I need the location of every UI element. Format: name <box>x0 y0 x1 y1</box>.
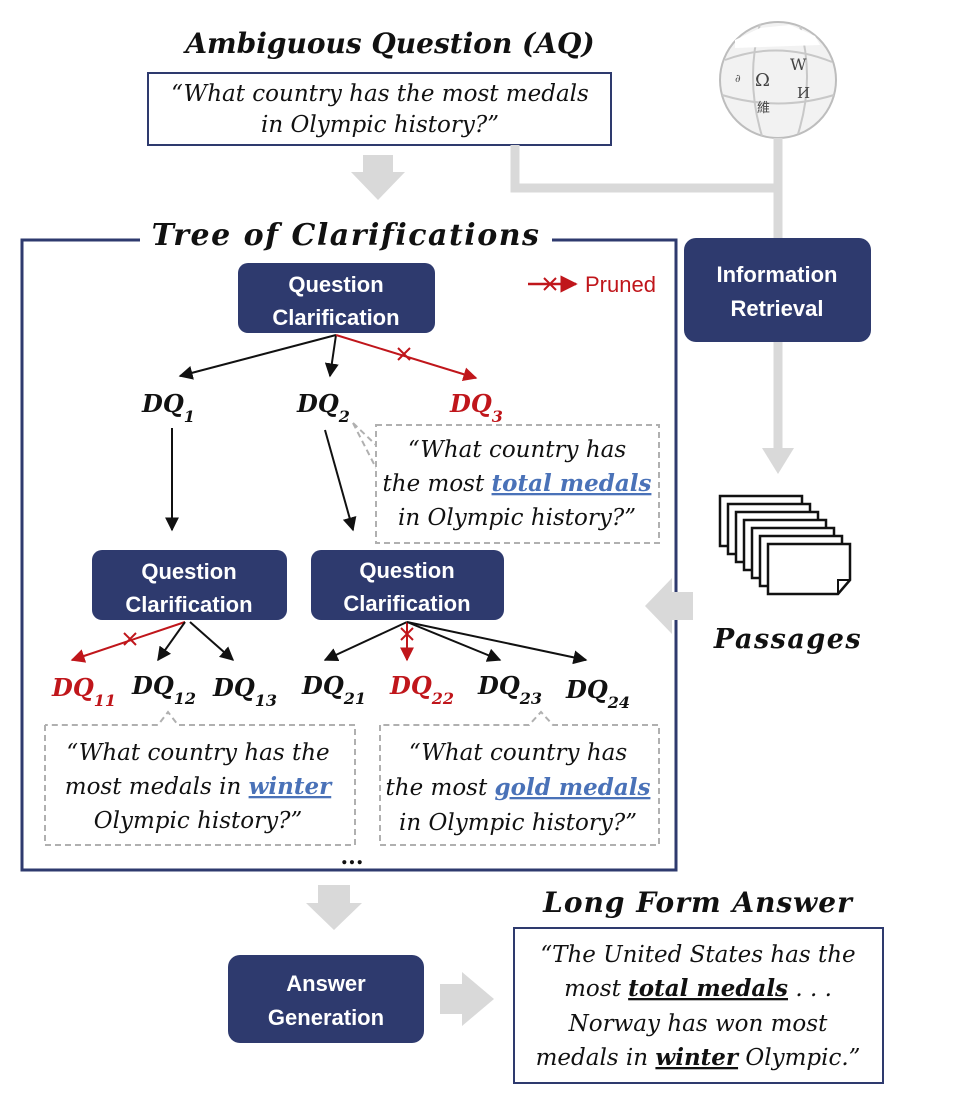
long-form-answer-box <box>513 927 884 1084</box>
aq-to-ir-connector <box>510 145 783 240</box>
callout-dq23-line1: “What country has <box>409 740 628 766</box>
long-form-answer-title: Long Form Answer <box>542 886 854 919</box>
prune-mark-dq3 <box>397 347 411 361</box>
callout-dq12-line3: Olympic history?” <box>94 808 302 834</box>
tree-title: Tree of Clarifications <box>152 218 541 253</box>
dq2-label: DQ2 <box>296 389 350 426</box>
edge-left-dq12 <box>157 621 186 662</box>
callout-dq23-line2: the most gold medals <box>386 774 651 801</box>
wikipedia-globe-icon: Ω W И 維 ∂ <box>719 21 837 139</box>
dq12-label: DQ12 <box>131 671 196 708</box>
dq22-label-pruned: DQ22 <box>389 671 454 708</box>
callout-dq12-line2: most medals in winter <box>65 773 333 800</box>
svg-text:И: И <box>797 84 810 102</box>
ir-node-line1: Information <box>717 262 838 287</box>
edge-mid-dq21 <box>323 621 408 662</box>
left-node-line1: Question <box>141 559 236 584</box>
svg-text:Ω: Ω <box>755 70 770 91</box>
edge-mid-dq23 <box>406 621 502 662</box>
svg-text:W: W <box>790 55 807 74</box>
svg-text:維: 維 <box>757 101 770 116</box>
mid-node-line1: Question <box>359 558 454 583</box>
lfa-line4: medals in winter Olympic.” <box>536 1044 861 1071</box>
edge-left-dq13 <box>189 621 235 661</box>
callout-dq2-box <box>375 424 660 544</box>
answer-to-lfa-arrow <box>440 972 494 1026</box>
left-node-line2: Clarification <box>125 592 252 617</box>
passages-to-tree-arrow <box>645 578 693 634</box>
callout-dq23-line3: in Olympic history?” <box>399 810 637 836</box>
tree-frame <box>20 238 678 872</box>
callout-dq2-line1: “What country has <box>408 437 627 463</box>
edge-root-dq2 <box>324 334 339 378</box>
dq13-label: DQ13 <box>212 673 277 710</box>
edge-dq2-mid-node <box>324 429 357 532</box>
ambiguous-question-title: Ambiguous Question (AQ) <box>182 27 594 60</box>
answer-gen-line2: Generation <box>268 1005 384 1030</box>
information-retrieval-node <box>684 238 871 342</box>
edge-mid-dq24 <box>406 621 588 665</box>
dq24-label: DQ24 <box>565 675 630 712</box>
pruned-legend: Pruned <box>528 272 656 297</box>
dq1-label: DQ1 <box>141 389 195 426</box>
prune-mark-dq11 <box>123 632 137 646</box>
answer-gen-line1: Answer <box>286 971 366 996</box>
pruned-legend-label: Pruned <box>585 272 656 297</box>
ambiguous-question-box <box>147 72 612 146</box>
passages-stack-icon <box>718 494 852 596</box>
root-node-line2: Clarification <box>272 305 399 330</box>
lfa-line1: “The United States has the <box>540 942 855 968</box>
ambiguous-question-line1: “What country has the most medals <box>171 81 589 107</box>
tree-to-answer-arrow <box>306 885 362 930</box>
answer-generation-node <box>228 955 424 1043</box>
aq-to-tree-arrow <box>351 155 405 200</box>
lfa-line3: Norway has won most <box>568 1011 828 1037</box>
prune-mark-dq22 <box>400 627 414 641</box>
left-clarification-node <box>92 550 287 620</box>
mid-node-line2: Clarification <box>343 591 470 616</box>
callout-dq23-box <box>379 710 660 846</box>
dq23-label: DQ23 <box>477 671 542 708</box>
callout-dq12-line1: “What country has the <box>66 740 329 766</box>
svg-text:∂: ∂ <box>735 72 741 85</box>
ir-node-line2: Retrieval <box>731 296 824 321</box>
ambiguous-question-line2: in Olympic history?” <box>261 112 499 138</box>
passages-label: Passages <box>713 624 862 655</box>
dq21-label: DQ21 <box>301 671 366 708</box>
callout-dq2-pointer <box>352 422 377 446</box>
root-node-line1: Question <box>288 272 383 297</box>
root-clarification-node <box>238 263 435 333</box>
tree-ellipsis: ... <box>341 844 364 870</box>
callout-dq2-line2: the most total medals <box>383 470 652 497</box>
dq11-label-pruned: DQ11 <box>51 673 116 710</box>
callout-dq2-line3: in Olympic history?” <box>398 505 636 531</box>
callout-dq12-box <box>44 710 356 846</box>
edge-root-dq1 <box>178 334 337 380</box>
lfa-line2: most total medals . . . <box>564 975 832 1002</box>
mid-clarification-node <box>311 550 504 620</box>
dq3-label-pruned: DQ3 <box>449 389 503 426</box>
